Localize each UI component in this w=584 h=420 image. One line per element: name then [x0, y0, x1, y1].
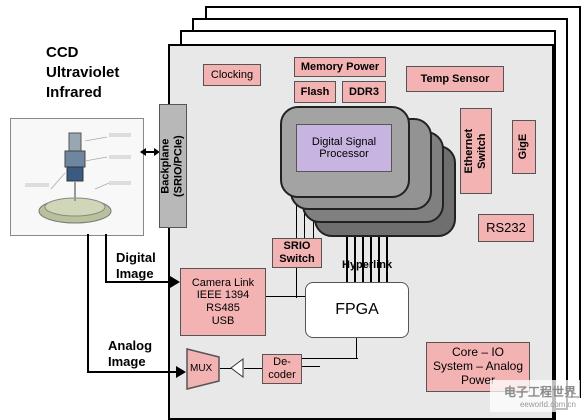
core-io-block: Core – IO System – Analog Power [426, 342, 530, 392]
camera-link-line-2: IEEE 1394 [196, 289, 250, 302]
hyperlink-line-6 [386, 220, 388, 282]
analog-image-line-horizontal [87, 371, 179, 373]
watermark-url: eeworld.com.cn [519, 400, 576, 409]
camera-image [10, 118, 144, 236]
sensor-title-line-1: CCD [46, 44, 79, 61]
hyperlink-line-5 [378, 220, 380, 282]
digital-arrow-icon [170, 276, 180, 288]
ethernet-switch-label-line-1: Ethernet [462, 128, 475, 174]
analog-image-label-line-1: Analog [108, 338, 153, 353]
flash-block: Flash [294, 81, 336, 103]
memory-power-block: Memory Power [294, 57, 386, 77]
hyperlink-line-3 [362, 220, 364, 282]
ddr3-block: DDR3 [342, 81, 386, 103]
camera-link-block: Camera Link IEEE 1394 RS485 USB [180, 268, 266, 336]
analog-image-label-line-2: Image [108, 354, 146, 369]
core-io-line-3: Power [460, 372, 495, 387]
fpga-block: FPGA [305, 282, 409, 338]
decoder-label-line-1: De- [273, 356, 291, 369]
camera-link-line-3: RS485 [206, 302, 240, 314]
hyperlink-label: Hyperlink [342, 259, 393, 271]
bus-line-1 [296, 186, 297, 242]
ethernet-switch-label-line-2: Switch [476, 133, 488, 169]
digital-image-label-line-1: Digital [116, 250, 156, 265]
dsp-label-line-1: Digital Signal [311, 136, 377, 148]
temp-sensor-block: Temp Sensor [406, 66, 504, 92]
digital-image-line-horizontal [105, 281, 173, 283]
gige-label: GigE [517, 134, 530, 160]
ethernet-switch-block: Ethernet Switch [460, 108, 492, 194]
camera-link-line-4: USB [211, 314, 235, 327]
analog-arrow-icon [176, 366, 186, 378]
bidirectional-arrow-icon [140, 148, 160, 156]
mux-to-amp-line [220, 368, 232, 369]
decoder-to-fpga-line [302, 366, 320, 367]
backplane-label-line-1: Backplane [159, 138, 172, 194]
fpga-down-line [356, 338, 357, 358]
gige-block: GigE [512, 120, 536, 174]
dsp-label-line-2: Processor [319, 148, 369, 160]
mux-label: MUX [190, 363, 213, 374]
core-io-line-1: Core – IO [451, 345, 505, 360]
clocking-block: Clocking [203, 64, 261, 86]
dsp-core-block: Digital Signal Processor [296, 124, 392, 172]
camera-illustration-icon [25, 132, 131, 224]
mux-shape-icon [186, 348, 220, 390]
watermark-text: 电子工程世界 [503, 385, 576, 399]
ethernet-switch-label: Ethernet Switch [463, 129, 489, 174]
srio-switch-block: SRIO Switch [272, 238, 322, 268]
decoder-block: De- coder [262, 354, 302, 384]
watermark: 电子工程世界 eeworld.com.cn [490, 380, 580, 412]
srio-switch-label-line-2: Switch [279, 253, 315, 265]
core-io-line-2: System – Analog [432, 359, 524, 374]
analog-image-line-vertical [87, 234, 89, 372]
digital-image-label-line-2: Image [116, 266, 154, 281]
hyperlink-line-4 [370, 220, 372, 282]
fpga-bottom-link [296, 358, 358, 359]
decoder-label-line-2: coder [268, 369, 296, 381]
digital-image-line-vertical [105, 234, 107, 282]
srio-switch-label-line-1: SRIO [283, 240, 311, 253]
camera-link-line-1: Camera Link [191, 276, 255, 289]
amp-to-decoder-line [244, 368, 262, 369]
camera-link-to-fpga [266, 296, 306, 297]
backplane-block: Backplane (SRIO/PCIe) [159, 104, 187, 228]
amplifier-icon [230, 358, 244, 378]
hyperlink-line-1 [346, 220, 348, 282]
backplane-label: Backplane (SRIO/PCIe) [160, 135, 186, 197]
sensor-title-line-3: Infrared [46, 84, 102, 101]
hyperlink-line-2 [354, 220, 356, 282]
sensor-title-line-2: Ultraviolet [46, 64, 120, 81]
rs232-block: RS232 [478, 214, 534, 242]
srio-to-fpga [296, 268, 297, 298]
backplane-label-line-2: (SRIO/PCIe) [173, 135, 186, 197]
